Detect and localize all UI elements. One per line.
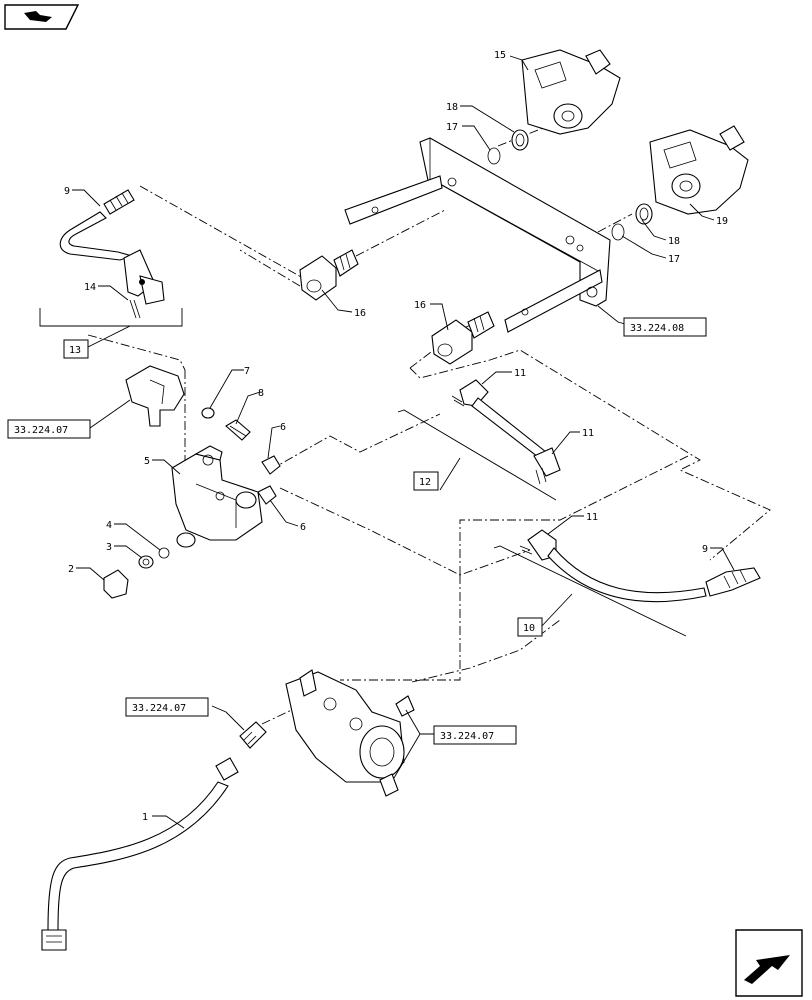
callout-16-upper: 16 [354,308,366,319]
callout-6-lower: 6 [300,522,306,533]
ref-33-224-07-left: 33.224.07 [14,425,68,436]
callout-9-upper: 9 [64,186,70,197]
callout-4: 4 [106,520,112,531]
ref-33-224-07-bottom-left: 33.224.07 [132,703,186,714]
callout-19: 19 [716,216,728,227]
bolt-washer-7-8 [201,407,251,441]
coupler-15 [521,49,621,135]
leader-lines [72,55,735,829]
bulkhead-fitting-16a [299,249,359,301]
pump-assembly [285,669,415,797]
tee-fitting-left [125,365,185,427]
hose-assembly-10 [519,529,761,603]
ref-33-224-07-bottom-right: 33.224.07 [440,731,494,742]
callout-11-right: 11 [586,512,598,523]
ref-33-224-08: 33.224.08 [630,323,684,334]
tube-assembly-12 [451,379,561,485]
callout-16-lower: 16 [414,300,426,311]
hose-assembly-9-14 [59,189,165,319]
callout-18-lower: 18 [668,236,680,247]
valve-body-5 [171,445,263,548]
callout-7: 7 [244,366,250,377]
callout-11-mid: 11 [582,428,594,439]
callout-18-upper: 18 [446,102,458,113]
o-rings [487,129,653,241]
callout-9-right: 9 [702,544,708,555]
fittings-6 [257,455,281,505]
callout-2: 2 [68,564,74,575]
callout-10: 10 [523,623,535,634]
callout-15: 15 [494,50,506,61]
callout-17-lower: 17 [668,254,680,265]
boxed-callouts: 13 12 10 [63,339,543,637]
folder-back-icon[interactable] [4,4,80,30]
coupler-19 [649,125,749,215]
reference-boxes: 33.224.07 33.224.08 33.224.07 33.224.07 [7,317,707,745]
callout-6-upper: 6 [280,422,286,433]
assembly-lines [87,125,771,725]
callout-13: 13 [69,345,81,356]
bulkhead-fitting-16b [431,311,495,365]
callout-17-upper: 17 [446,122,458,133]
callout-11-top: 11 [514,368,526,379]
callout-5: 5 [144,456,150,467]
mounting-bracket [344,137,611,333]
callout-8: 8 [258,388,264,399]
callout-1: 1 [142,812,148,823]
callout-labels: 9 14 15 18 17 19 18 17 16 16 7 8 6 6 5 4… [64,50,728,823]
callout-14: 14 [84,282,96,293]
plug-seal-parts [103,547,170,599]
hose-assembly-1 [41,721,267,951]
callout-3: 3 [106,542,112,553]
next-page-arrow-icon[interactable] [735,929,803,997]
callout-12: 12 [419,477,431,488]
